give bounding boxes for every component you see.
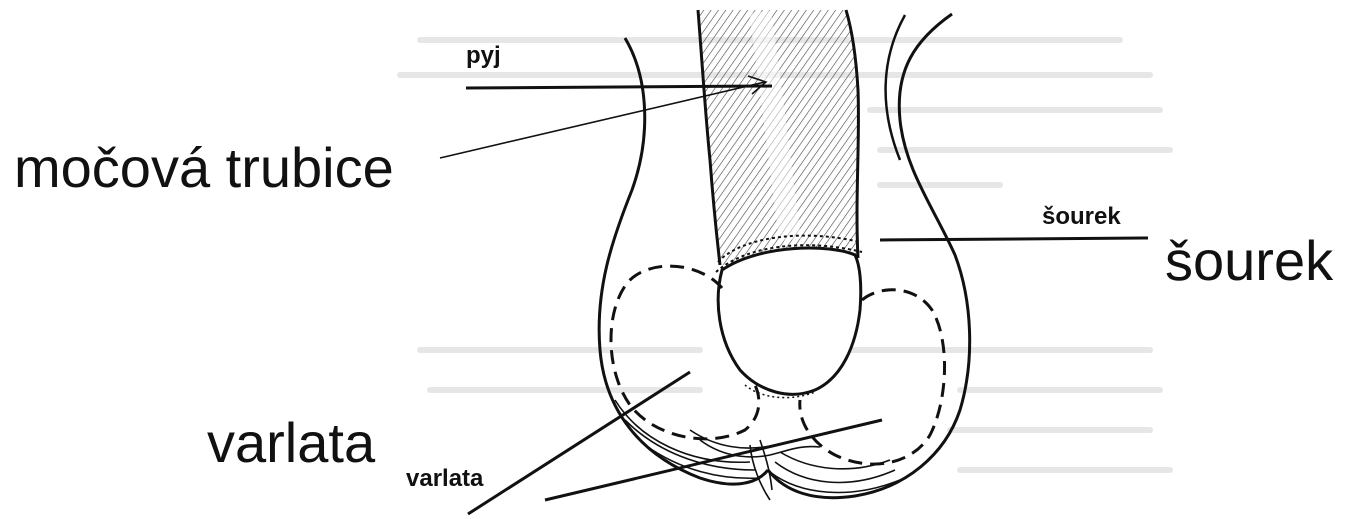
label-scrotum-original: šourek (1042, 205, 1121, 229)
label-testes: varlata (207, 415, 375, 471)
label-scrotum: šourek (1165, 233, 1333, 289)
label-penis-original: pyj (466, 44, 501, 68)
label-urethra: močová trubice (14, 140, 394, 196)
pyj-leader-line (466, 86, 772, 88)
sourek-leader-line (880, 238, 1148, 240)
glans (718, 248, 861, 394)
label-testes-original: varlata (406, 467, 483, 491)
